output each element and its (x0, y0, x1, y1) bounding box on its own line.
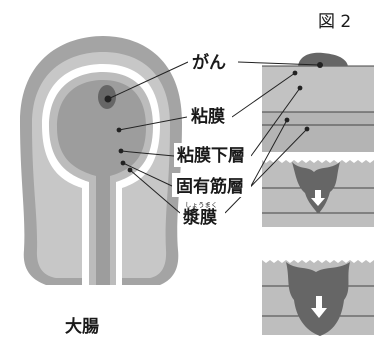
label-bg-submucosa (174, 143, 251, 167)
leader-dots (116, 70, 310, 173)
leader-submucosa-to-section (120, 150, 175, 157)
panel-3-advanced-cancer (262, 255, 374, 336)
label-mucosa: 粘膜 (191, 106, 225, 127)
figure-number: 図 2 (318, 12, 351, 32)
dot-mucosa-panel (292, 70, 298, 76)
label-submucosa: 粘膜下層 (177, 145, 245, 166)
panel-1-tumor (298, 52, 348, 66)
panel-2-invasive-cancer (262, 155, 374, 227)
label-muscularis-propria: 固有筋層 (176, 176, 244, 197)
label-bg-muscularis (172, 173, 251, 197)
label-bg-cancer (188, 50, 238, 72)
label-cancer: がん (192, 52, 226, 73)
leader-cancer-to-section (107, 61, 189, 100)
leader-muscularis-to-section (122, 162, 173, 187)
panel-2-wavy-surface (262, 155, 374, 163)
dot-submucosa-panel (297, 85, 303, 91)
leader-muscularis-to-panel (250, 119, 288, 187)
panel-2-arrow (311, 190, 325, 206)
panel-3-wavy-surface (262, 255, 374, 263)
panel-1-mucosa-band (262, 66, 374, 112)
colon-lumen (57, 80, 146, 285)
leader-lines (107, 61, 321, 214)
panel-3-arrow (311, 296, 327, 318)
dot-mucosa-section (116, 127, 122, 133)
dot-serosa-section (127, 167, 133, 173)
leader-serosa-to-panel (224, 128, 308, 214)
organ-label: 大腸 (65, 316, 99, 337)
leader-mucosa-to-section (118, 116, 188, 131)
layer-labels: がん 粘膜 粘膜下層 固有筋層 しょうまく 漿膜 (172, 50, 251, 228)
dot-submucosa-section (118, 148, 124, 154)
leader-cancer-to-panel (237, 61, 321, 66)
label-serosa-ruby: しょうまく (185, 201, 218, 209)
leader-submucosa-to-panel (250, 87, 301, 157)
leader-mucosa-to-panel (231, 72, 296, 118)
colon-cross-section (20, 36, 182, 285)
dot-muscularis-section (120, 160, 126, 166)
panel-2-tumor (292, 162, 340, 214)
leader-serosa-to-section (129, 169, 181, 214)
label-bg-mucosa (187, 104, 232, 128)
label-serosa: 漿膜 (182, 207, 217, 228)
label-bg-serosa (180, 198, 225, 226)
panel-1-early-cancer (262, 52, 374, 152)
dot-serosa-panel (304, 126, 310, 132)
dot-muscularis-panel (284, 117, 290, 123)
